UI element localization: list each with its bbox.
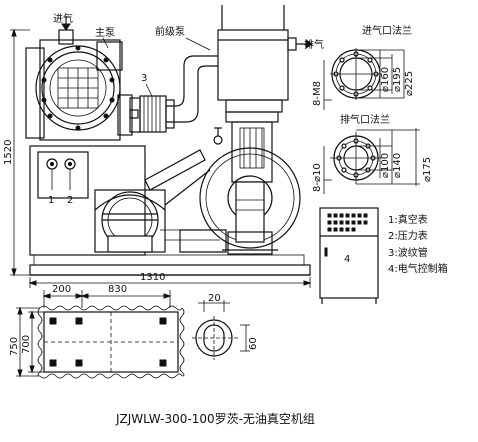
svg-text:200: 200 [52,284,71,295]
svg-text:1310: 1310 [140,272,165,283]
inlet-flange-label: 进气口法兰 [362,24,412,37]
control-box-indicators [327,213,368,232]
exhaust-flange-detail: 排气口法兰 ⌀100 ⌀140 ⌀175 8-⌀10 [312,113,433,194]
item-3-label: 3 [141,73,147,84]
svg-text:⌀140: ⌀140 [392,153,403,178]
svg-text:8-⌀10: 8-⌀10 [312,163,323,192]
dim-1520: 1520 [3,28,30,277]
legend: 1:真空表 2:压力表 3:波纹管 4:电气控制箱 [388,213,448,275]
svg-text:830: 830 [108,284,127,295]
exhaust-label: 排气 [304,38,324,51]
legend-item-1: 1:真空表 [388,213,428,226]
exhaust-flange-label: 排气口法兰 [340,113,390,126]
svg-text:⌀160: ⌀160 [380,67,391,92]
pre-pump-label: 前级泵 [155,25,185,38]
flywheel [199,147,301,249]
lower-frame [29,145,146,256]
inlet-label: 进气 [53,12,73,25]
legend-item-2: 2:压力表 [388,229,428,242]
svg-text:⌀175: ⌀175 [422,157,433,182]
caption: JZJWLW-300-100罗茨-无油真空机组 [115,412,315,426]
legend-item-4: 4:电气控制箱 [388,262,448,275]
svg-text:1520: 1520 [3,140,14,165]
item-1-label: 1 [48,195,54,206]
main-pump [25,39,141,141]
top-view: 200 830 750 700 20 [9,284,259,379]
svg-text:60: 60 [248,337,259,350]
main-pump-label: 主泵 [95,27,115,39]
control-box: 4 [319,207,379,304]
bellows [129,95,167,133]
svg-text:⌀225: ⌀225 [404,71,415,96]
svg-text:8-M8: 8-M8 [312,81,323,106]
dim-1310: 1310 [28,272,312,288]
inlet-flange-detail: 进气口法兰 ⌀160 ⌀195 ⌀225 8-M8 [312,24,415,110]
front-view: 1 2 [25,5,324,276]
item-2-label: 2 [67,195,73,206]
svg-text:700: 700 [21,335,32,354]
svg-text:⌀100: ⌀100 [380,153,391,178]
gauge-panel [37,151,89,199]
legend-item-3: 3:波纹管 [388,246,428,259]
inlet-pipe [58,29,74,45]
svg-text:⌀195: ⌀195 [392,67,403,92]
svg-text:20: 20 [208,293,221,304]
base-frame [29,264,311,276]
item-4-label: 4 [344,254,350,265]
svg-text:750: 750 [9,337,20,356]
